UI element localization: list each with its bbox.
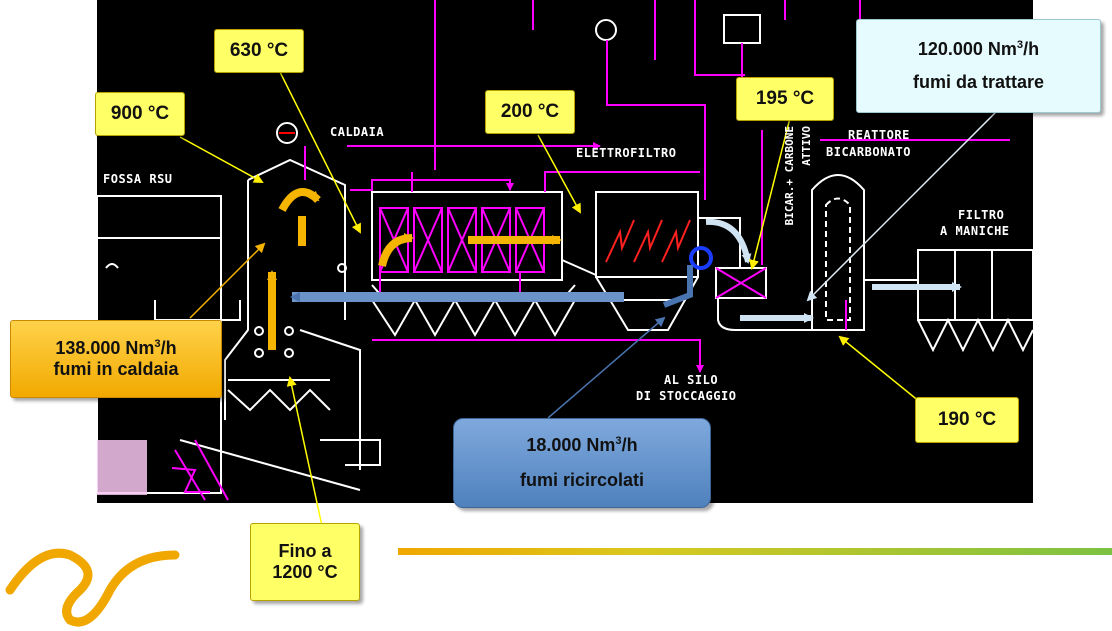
callout-fumi-ricircolati: 18.000 Nm3/h fumi ricircolati xyxy=(453,418,711,508)
label-caldaia: CALDAIA xyxy=(330,125,385,139)
recirculation-intake-icon xyxy=(689,246,713,270)
callout-630c: 630 °C xyxy=(214,29,304,73)
label-filtro: FILTRO xyxy=(958,208,1005,222)
flow138-desc: fumi in caldaia xyxy=(53,359,179,379)
flow18-value: 18.000 Nm xyxy=(526,435,616,455)
flow18-desc: fumi ricircolati xyxy=(519,470,645,490)
flow120-exp: 3 xyxy=(1016,39,1024,51)
waste-pile xyxy=(97,440,147,495)
callout-630c-text: 630 °C xyxy=(229,40,289,61)
callout-900c: 900 °C xyxy=(95,92,185,136)
callout-200c: 200 °C xyxy=(485,90,575,134)
flow18-unit: /h xyxy=(621,435,638,455)
flow120-rate: 120.000 Nm3/h xyxy=(918,39,1039,60)
callout-190c-text: 190 °C xyxy=(937,409,997,430)
brand-band xyxy=(398,548,1112,555)
callout-leader-lines xyxy=(179,71,1001,527)
brand-swoosh-logo xyxy=(5,548,180,627)
callout-1200c-line1: Fino a xyxy=(278,541,332,561)
flow138-unit: /h xyxy=(160,338,177,358)
electrofilter-electrodes xyxy=(605,219,691,263)
label-bicarbonato: BICARBONATO xyxy=(826,145,911,159)
flow120-desc: fumi da trattare xyxy=(912,72,1045,92)
recirculation-offtake-arrow xyxy=(662,265,693,308)
flue-gas-arrows xyxy=(267,188,562,350)
callout-1200c: Fino a 1200 °C xyxy=(250,523,360,601)
flow18-exp: 3 xyxy=(615,435,622,447)
callout-fumi-da-trattare: 120.000 Nm3/h fumi da trattare xyxy=(856,19,1101,113)
label-attivo-line2: ATTIVO xyxy=(800,126,813,166)
flow120-value: 120.000 Nm xyxy=(917,39,1017,59)
label-bicar-line1: BICAR.+ CARBONE xyxy=(783,126,796,226)
label-al-silo: AL SILO xyxy=(664,373,719,387)
callout-fumi-in-caldaia: 138.000 Nm3/h fumi in caldaia xyxy=(10,320,222,398)
callout-195c-text: 195 °C xyxy=(755,88,815,109)
callout-195c: 195 °C xyxy=(736,77,834,121)
callout-200c-text: 200 °C xyxy=(500,101,560,122)
flow138-value: 138.000 Nm xyxy=(55,338,155,358)
label-fossa-rsu: FOSSA RSU xyxy=(103,172,173,186)
label-bicar-carbone: BICAR.+ CARBONE xyxy=(783,126,796,225)
flow120-unit: /h xyxy=(1023,39,1040,59)
label-di-stoccaggio: DI STOCCAGGIO xyxy=(636,389,737,403)
flow138-rate: 138.000 Nm3/h xyxy=(55,338,176,359)
label-attivo: ATTIVO xyxy=(800,126,813,166)
label-a-maniche: A MANICHE xyxy=(940,224,1010,238)
callout-190c: 190 °C xyxy=(915,397,1019,443)
label-reattore: REATTORE xyxy=(848,128,910,142)
flow138-exp: 3 xyxy=(154,338,161,350)
callout-900c-text: 900 °C xyxy=(110,103,170,124)
treated-gas-arrows xyxy=(705,218,962,323)
flow18-rate: 18.000 Nm3/h xyxy=(526,435,637,456)
label-elettrofiltro: ELETTROFILTRO xyxy=(576,146,677,160)
callout-1200c-line2: 1200 °C xyxy=(272,562,338,582)
